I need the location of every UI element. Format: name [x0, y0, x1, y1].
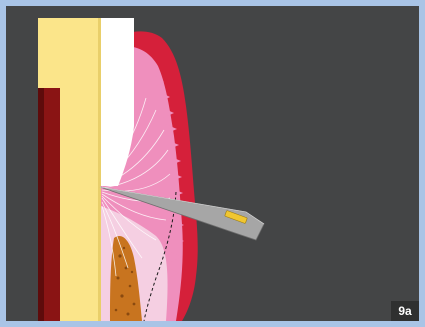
- root-dark-band-shadow: [38, 88, 44, 321]
- illustration-panel: 9a: [6, 6, 419, 321]
- tooth-edge: [98, 18, 101, 321]
- periodontal-illustration: [6, 6, 419, 321]
- figure-label: 9a: [391, 301, 419, 321]
